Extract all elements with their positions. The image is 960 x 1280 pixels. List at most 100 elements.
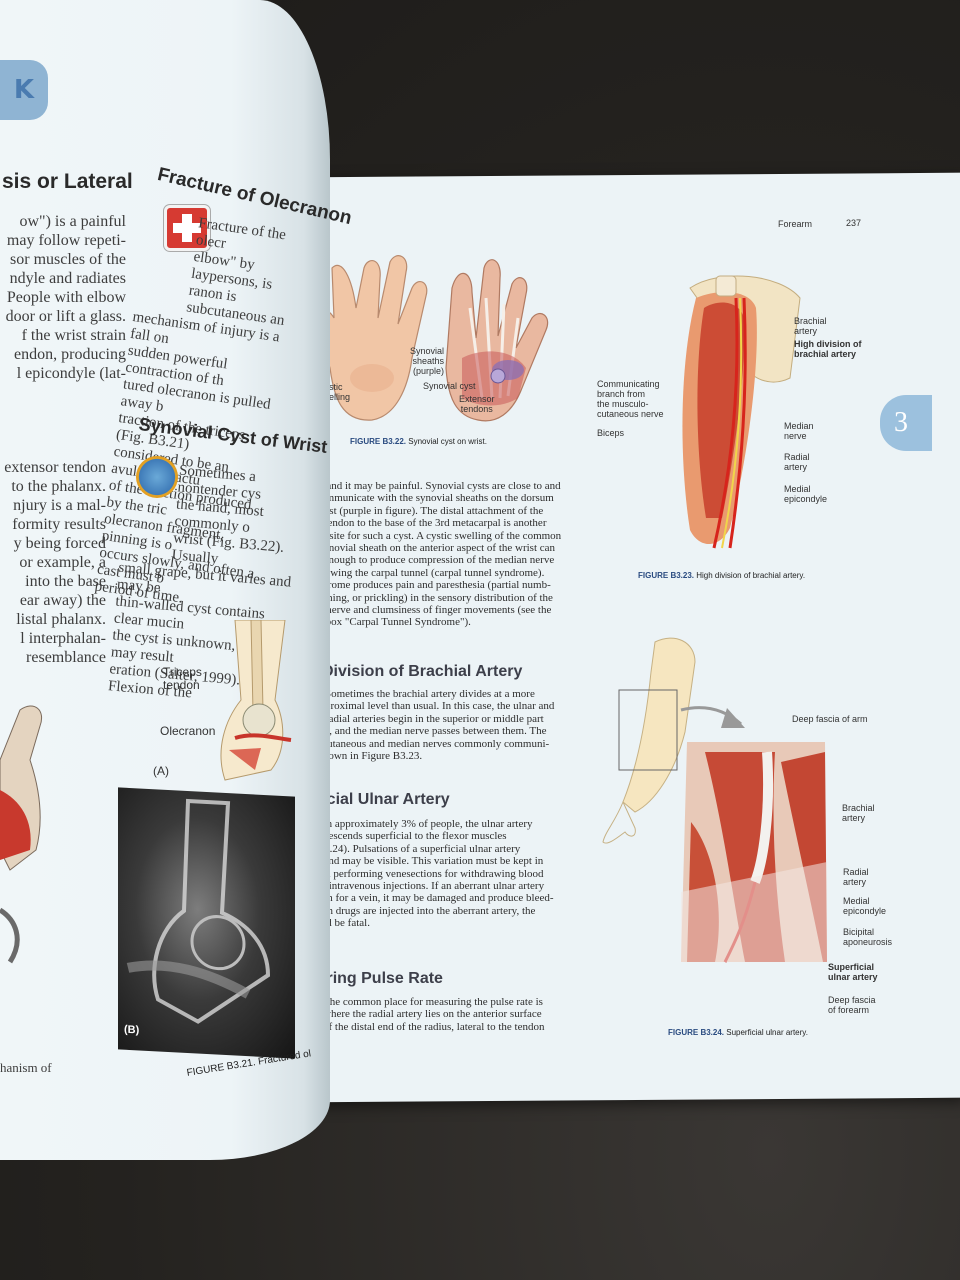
text-line: nd when performing venesections for with… [293, 867, 544, 880]
text-line: ear away) the [19, 592, 106, 609]
caption-text: Superficial ulnar artery. [726, 1028, 808, 1037]
label-medial-epicondyle-24: Medial epicondyle [843, 896, 887, 916]
label-median-nerve: Median nerve [784, 421, 814, 441]
text-line: or example, a [19, 554, 106, 571]
figure-b3-24-caption: FIGURE B3.24. Superficial ulnar artery. [668, 1028, 808, 1037]
text-line: formity results [12, 516, 106, 533]
pulse-rate-body: The common place for measuring the pulse… [323, 996, 578, 1033]
text-line: radial arteries begin in the superior or… [325, 712, 544, 725]
text-line: ult could be fatal. [293, 917, 370, 930]
text-line: listal phalanx. [16, 611, 106, 628]
label-medial-epicondyle-23: Medial epicondyle [784, 484, 828, 504]
fall-illustration [0, 705, 42, 964]
lateral-epicondylitis-text: ow") is a painful may follow repeti-sor m… [0, 212, 126, 383]
text-line: resemblance [26, 649, 106, 666]
text-line: njury is a mal- [13, 497, 106, 514]
text-line: rge, and it may be painful. Synovial cys… [307, 480, 561, 492]
text-line: door or lift a glass. [5, 308, 126, 325]
figure-b3-21a-illustration [220, 620, 292, 781]
text-line: mistaken for a vein, it may be damaged a… [293, 892, 554, 905]
text-line: he arm, and the median nerve passes betw… [299, 725, 547, 738]
label-bicipital-aponeurosis: Bicipital aponeurosis [843, 927, 893, 947]
text-line: ow") is a painful [19, 213, 126, 230]
figure-b3-22-illustration [316, 255, 549, 422]
label-communicating-branch: Communicating branch from the musculo- c… [597, 379, 664, 419]
label-brachial-artery-23: Brachial artery [794, 316, 827, 336]
label-high-division: High division of brachial artery [794, 339, 862, 359]
label-cystic-swelling: Cystic swelling [318, 382, 351, 402]
text-line: In approximately 3% of people, the ulnar… [323, 818, 533, 830]
text-line: lian nerve and clumsiness of finger move… [307, 604, 552, 617]
clinical-cross-icon [164, 205, 210, 251]
figure-b3-24-illustration [602, 637, 827, 963]
text-line: into the base [25, 573, 106, 590]
text-line: RB tendon to the base of the 3rd metacar… [307, 517, 547, 530]
caption-text: Synovial cyst on wrist. [408, 437, 487, 446]
label-olecranon: Olecranon [160, 724, 216, 738]
text-line: descends superficial to the flexor muscl… [323, 830, 507, 843]
figure-b3-23-caption: FIGURE B3.23. High division of brachial … [638, 571, 805, 580]
text-line: endon, producing [14, 346, 126, 363]
text-line: e as shown in Figure B3.23. [299, 750, 423, 763]
corner-tab: K [0, 60, 48, 120]
text-line: Sometimes the brachial artery divides at… [325, 688, 535, 700]
caption-number: FIGURE B3.22. [350, 437, 407, 446]
text-line: e wrist (purple in figure). The distal a… [307, 504, 544, 517]
text-line: where the radial artery lies on the ante… [323, 1008, 542, 1021]
figure-b3-22-caption: FIGURE B3.22. Synovial cyst on wrist. [350, 437, 487, 446]
left-figure-caption-fragment: hanism of [0, 1060, 52, 1075]
label-superficial-ulnar-artery: Superficial ulnar artery [828, 962, 878, 982]
label-synovial-sheaths: Synovial sheaths (purple) [410, 346, 445, 376]
text-line: mon site for such a cyst. A cystic swell… [307, 529, 562, 542]
chapter-tab: 3 [880, 395, 932, 451]
caption-number: FIGURE B3.23. [638, 571, 695, 580]
caduceus-icon [136, 456, 178, 498]
text-line: If certain drugs are injected into the a… [293, 904, 536, 917]
text-line: (Fig. B3.24). Pulsations of a superficia… [293, 842, 521, 855]
text-line: narrowing the carpal tunnel (carpal tunn… [307, 566, 545, 579]
text-line: sor muscles of the [10, 251, 126, 268]
label-triceps-tendon: Triceps tendon [163, 665, 202, 692]
text-line: , burning, or prickling) in the sensory … [307, 591, 553, 604]
text-line: rge enough to produce compression of the… [307, 554, 555, 567]
label-deep-fascia-arm: Deep fascia of arm [792, 714, 868, 724]
figure-b3-23-illustration [682, 275, 801, 549]
text-line: y being forced [13, 535, 106, 552]
text-line: extensor tendon [4, 459, 106, 476]
text-line: n communicate with the synovial sheaths … [307, 492, 554, 505]
text-line: of the distal end of the radius, lateral… [323, 1020, 545, 1033]
label-extensor-tendons: Extensor tendons [459, 394, 495, 414]
text-line: be felt and may be visible. This variati… [293, 855, 544, 868]
text-line: l epicondyle (lat- [16, 365, 126, 382]
text-line: to the phalanx. [11, 478, 106, 495]
caption-number: FIGURE B3.24. [668, 1028, 725, 1037]
label-radial-artery-24: Radial artery [843, 867, 869, 887]
label-radial-artery-23: Radial artery [784, 452, 810, 472]
text-line: ical box "Carpal Tunnel Syndrome"). [307, 616, 471, 629]
heading-high-division: gh Division of Brachial Artery [298, 663, 523, 680]
high-division-body: Sometimes the brachial artery divides at… [299, 688, 573, 762]
label-figure-a: (A) [153, 764, 169, 778]
text-line: proximal level than usual. In this case,… [325, 700, 555, 713]
text-line: or synovial sheath on the anterior aspec… [307, 542, 556, 555]
label-brachial-artery-24: Brachial artery [842, 803, 875, 823]
heading-superficial-ulnar: perficial Ulnar Artery [292, 791, 450, 808]
heading-lateral-epicondylitis: sis or Lateral [2, 170, 133, 193]
running-head: Forearm [778, 219, 813, 229]
text-line: making intravenous injections. If an abe… [293, 880, 545, 893]
synovial-cyst-body-continued: rge, and it may be painful. Synovial cys… [307, 480, 572, 629]
text-line: ndyle and radiates [9, 270, 126, 287]
superficial-ulnar-body: In approximately 3% of people, the ulnar… [293, 818, 576, 930]
text-line: f the wrist strain [21, 327, 126, 344]
text-line: People with elbow [6, 289, 126, 306]
page-number: 237 [846, 218, 862, 228]
text-line: The common place for measuring the pulse… [323, 996, 543, 1008]
label-biceps: Biceps [597, 428, 625, 438]
text-line: may follow repeti- [6, 232, 126, 249]
label-deep-fascia-forearm: Deep fascia of forearm [828, 995, 876, 1015]
mallet-finger-text: extensor tendon to the phalanx. njury is a… [0, 458, 106, 667]
label-synovial-cyst: Synovial cyst [423, 381, 476, 391]
text-line: syndrome produces pain and paresthesia (… [307, 579, 551, 592]
text-line: l interphalan- [20, 630, 106, 647]
label-figure-b: (B) [124, 1023, 140, 1037]
